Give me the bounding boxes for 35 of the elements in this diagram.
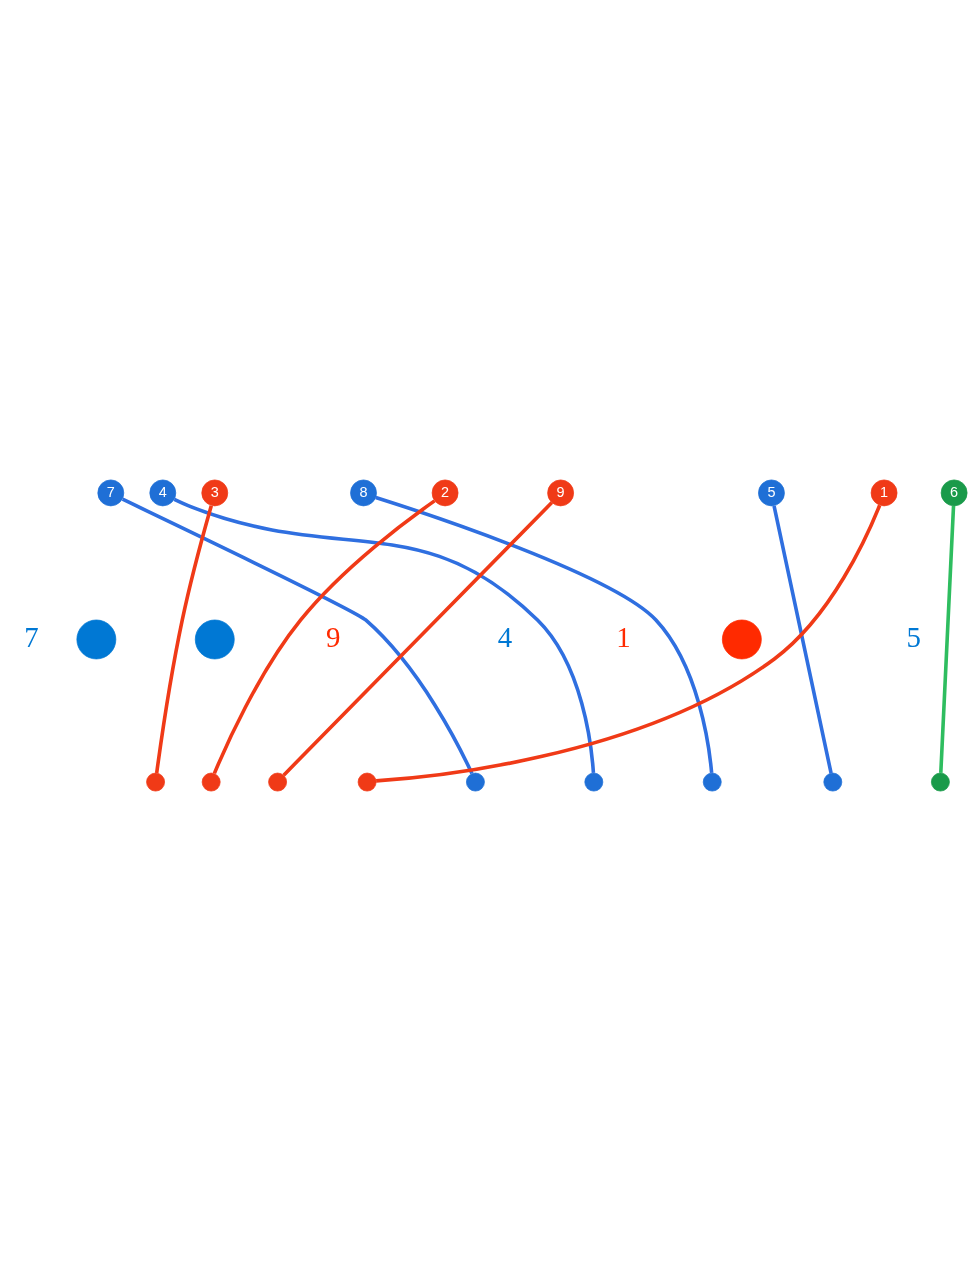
node-circle: 4 xyxy=(148,479,176,507)
connector xyxy=(121,497,474,775)
label: 5 xyxy=(905,620,921,653)
label: 1 xyxy=(615,620,631,653)
connector xyxy=(154,505,213,774)
node-circle: 5 xyxy=(757,479,785,507)
node-circle xyxy=(721,619,762,660)
node-circle xyxy=(930,772,950,792)
node-circle xyxy=(145,772,165,792)
node-circle xyxy=(702,772,722,792)
label: 7 xyxy=(23,620,39,653)
label: 4 xyxy=(497,620,512,653)
node-circle xyxy=(822,772,842,792)
node-circle xyxy=(201,772,221,792)
node-circle xyxy=(194,619,235,660)
connector xyxy=(281,501,553,777)
connector xyxy=(374,495,713,774)
node-circle: 1 xyxy=(870,479,897,507)
node-circle xyxy=(76,619,116,660)
node-circle xyxy=(357,772,376,792)
node-circle: 2 xyxy=(431,479,458,507)
node-circle xyxy=(465,772,485,792)
node-circle: 6 xyxy=(940,479,967,507)
connector xyxy=(771,505,833,774)
connector xyxy=(212,499,436,775)
node-circle: 7 xyxy=(96,479,124,507)
label: 9 xyxy=(325,620,340,653)
node-circle: 9 xyxy=(546,479,574,507)
node-circle xyxy=(583,772,603,792)
connector xyxy=(375,504,881,783)
node-circle: 3 xyxy=(200,479,228,507)
node-circle: 8 xyxy=(349,479,377,507)
connector xyxy=(938,505,955,773)
connector xyxy=(173,497,595,774)
node-circle xyxy=(267,772,287,792)
